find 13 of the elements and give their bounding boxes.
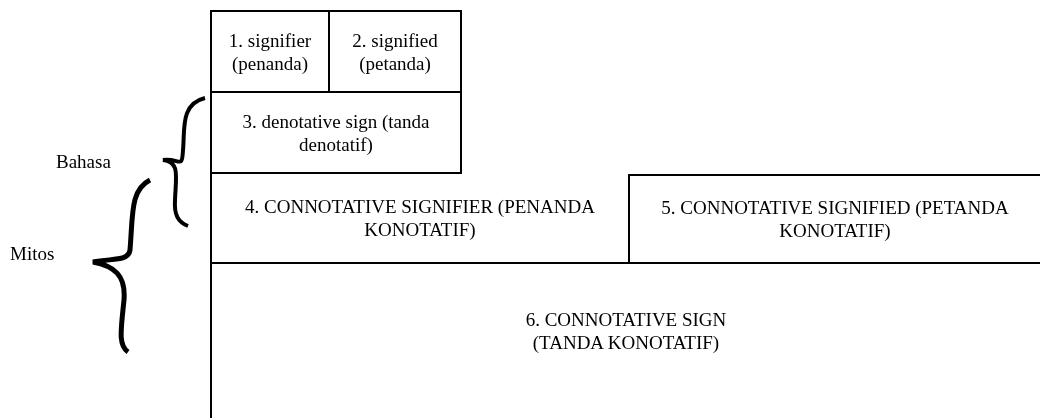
cell-text: 6. CONNOTATIVE SIGN (TANDA KONOTATIF) — [524, 308, 728, 354]
cell-text: 5. CONNOTATIVE SIGNIFIED (PETANDA KONOTATIF) — [660, 196, 1010, 242]
cell-text: 4. CONNOTATIVE SIGNIFIER (PENANDA KONOTATIF) — [244, 195, 596, 241]
table-cell — [210, 10, 330, 93]
table-cell — [330, 10, 462, 93]
cell-text: 1. signifier (penanda) — [227, 28, 313, 75]
table-cell — [210, 174, 630, 264]
bracket-label: Mitos — [10, 242, 55, 265]
cell-text: 2. signified (petanda) — [351, 28, 439, 75]
bracket-label: Bahasa — [56, 150, 111, 173]
table-cell — [630, 174, 1040, 264]
table-cell — [210, 93, 462, 174]
cell-text: 3. denotative sign (tanda denotatif) — [241, 109, 431, 156]
